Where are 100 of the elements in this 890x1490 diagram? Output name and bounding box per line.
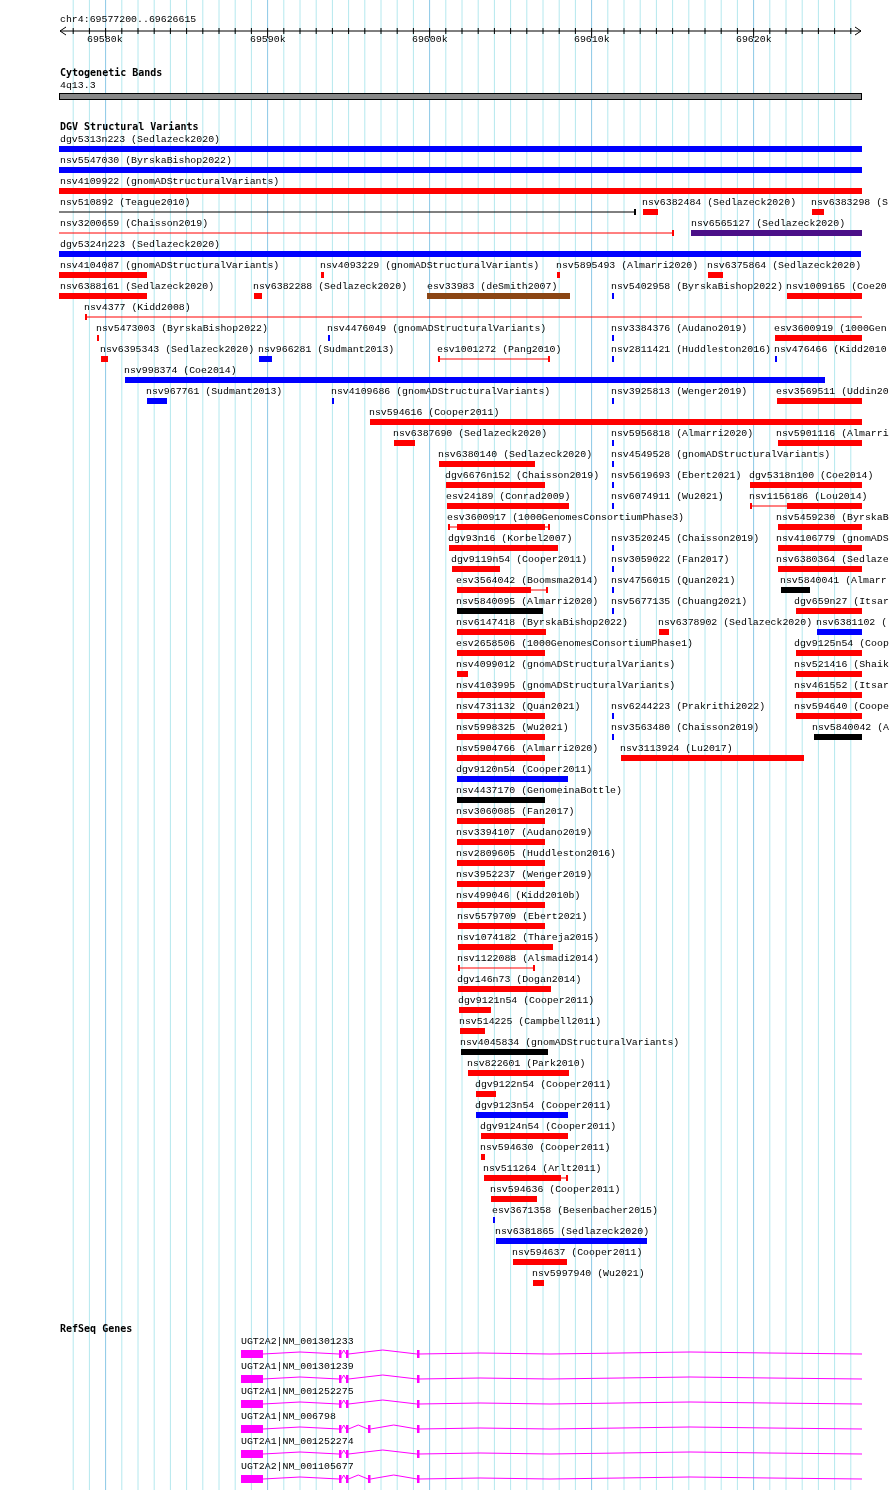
gene-label: UGT2A1|NM_006798 bbox=[241, 1411, 336, 1423]
variant-label: nsv5901116 (Almarri bbox=[776, 428, 889, 440]
variant-label: nsv5579709 (Ebert2021) bbox=[457, 911, 588, 923]
variant-label: nsv521416 (Shaik bbox=[794, 659, 889, 671]
variant-label: nsv3520245 (Chaisson2019) bbox=[611, 533, 760, 545]
variant-label: nsv461552 (Itsar bbox=[794, 680, 889, 692]
variant-label: nsv6147418 (ByrskaBishop2022) bbox=[456, 617, 628, 629]
gene-label: UGT2A1|NM_001252274 bbox=[241, 1436, 354, 1448]
scale-label: 69580k bbox=[87, 34, 123, 46]
variant-label: esv3564042 (Boomsma2014) bbox=[456, 575, 599, 587]
track-title: Cytogenetic Bands bbox=[60, 67, 163, 79]
variant-label: dgv9121n54 (Cooper2011) bbox=[458, 995, 595, 1007]
variant-label: nsv6244223 (Prakrithi2022) bbox=[611, 701, 766, 713]
variant-label: nsv3059022 (Fan2017) bbox=[611, 554, 730, 566]
variant-label: nsv5402958 (ByrskaBishop2022) bbox=[611, 281, 783, 293]
variant-label: nsv4045834 (gnomADStructuralVariants) bbox=[460, 1037, 680, 1049]
variant-label: nsv5895493 (Almarri2020) bbox=[556, 260, 699, 272]
variant-label: nsv511264 (Arlt2011) bbox=[483, 1163, 602, 1175]
variant-label: nsv6382484 (Sedlazeck2020) bbox=[642, 197, 797, 209]
variant-label: nsv4731132 (Quan2021) bbox=[456, 701, 581, 713]
variant-label: nsv6388161 (Sedlazeck2020) bbox=[60, 281, 215, 293]
scale-label: 69590k bbox=[250, 34, 286, 46]
variant-label: nsv2811421 (Huddleston2016) bbox=[611, 344, 771, 356]
variant-label: nsv5998325 (Wu2021) bbox=[456, 722, 569, 734]
variant-label: dgv9120n54 (Cooper2011) bbox=[456, 764, 593, 776]
scale-label: 69610k bbox=[574, 34, 610, 46]
variant-label: dgv659n27 (Itsar bbox=[794, 596, 889, 608]
scale-label: 69620k bbox=[736, 34, 772, 46]
variant-label: dgv93n16 (Korbel2007) bbox=[448, 533, 573, 545]
variant-label: esv24189 (Conrad2009) bbox=[446, 491, 571, 503]
variant-label: nsv5619693 (Ebert2021) bbox=[611, 470, 742, 482]
track-title: DGV Structural Variants bbox=[60, 121, 199, 133]
band-label: 4q13.3 bbox=[60, 80, 96, 92]
variant-label: nsv822601 (Park2010) bbox=[467, 1058, 586, 1070]
variant-label: nsv6375864 (Sedlazeck2020) bbox=[707, 260, 862, 272]
variant-label: esv3600917 (1000GenomesConsortiumPhase3) bbox=[447, 512, 685, 524]
variant-label: nsv6387690 (Sedlazeck2020) bbox=[393, 428, 548, 440]
variant-label: nsv6395343 (Sedlazeck2020) bbox=[100, 344, 255, 356]
variant-label: nsv4106779 (gnomADS bbox=[776, 533, 889, 545]
variant-label: nsv5840095 (Almarri2020) bbox=[456, 596, 599, 608]
variant-label: nsv6380364 (Sedlaze bbox=[776, 554, 889, 566]
variant-label: nsv4099012 (gnomADStructuralVariants) bbox=[456, 659, 676, 671]
variant-label: nsv4756015 (Quan2021) bbox=[611, 575, 736, 587]
variant-label: nsv5840041 (Almarr bbox=[780, 575, 887, 587]
gene-label: UGT2A1|NM_001301239 bbox=[241, 1361, 354, 1373]
variant-label: dgv9122n54 (Cooper2011) bbox=[475, 1079, 612, 1091]
variant-label: nsv966281 (Sudmant2013) bbox=[258, 344, 395, 356]
variant-label: nsv6382288 (Sedlazeck2020) bbox=[253, 281, 408, 293]
variant-label: nsv5547030 (ByrskaBishop2022) bbox=[60, 155, 232, 167]
scale-label: 69600k bbox=[412, 34, 448, 46]
variant-label: esv3671358 (Besenbacher2015) bbox=[492, 1205, 658, 1217]
variant-label: nsv1009165 (Coe20 bbox=[786, 281, 887, 293]
variant-label: nsv499046 (Kidd2010b) bbox=[456, 890, 581, 902]
variant-label: nsv6383298 (S bbox=[811, 197, 889, 209]
variant-label: dgv9125n54 (Coop bbox=[794, 638, 889, 650]
variant-label: nsv476466 (Kidd2010 bbox=[774, 344, 887, 356]
coordinate-label: chr4:69577200..69626615 bbox=[60, 14, 197, 26]
variant-label: dgv9124n54 (Cooper2011) bbox=[480, 1121, 617, 1133]
variant-label: nsv6378902 (Sedlazeck2020) bbox=[658, 617, 813, 629]
variant-label: nsv5904766 (Almarri2020) bbox=[456, 743, 599, 755]
variant-label: dgv6676n152 (Chaisson2019) bbox=[445, 470, 600, 482]
variant-label: nsv3113924 (Lu2017) bbox=[620, 743, 733, 755]
variant-label: esv2658506 (1000GenomesConsortiumPhase1) bbox=[456, 638, 694, 650]
variant-label: nsv967761 (Sudmant2013) bbox=[146, 386, 283, 398]
variant-label: nsv4377 (Kidd2008) bbox=[84, 302, 191, 314]
variant-label: nsv3925813 (Wenger2019) bbox=[611, 386, 748, 398]
variant-label: nsv3200659 (Chaisson2019) bbox=[60, 218, 209, 230]
variant-label: nsv5840042 (A bbox=[812, 722, 890, 734]
variant-label: nsv4093229 (gnomADStructuralVariants) bbox=[320, 260, 540, 272]
variant-label: dgv5324n223 (Sedlazeck2020) bbox=[60, 239, 220, 251]
variant-label: nsv6381865 (Sedlazeck2020) bbox=[495, 1226, 650, 1238]
variant-label: nsv594640 (Coope bbox=[794, 701, 889, 713]
variant-label: nsv6381102 ( bbox=[816, 617, 888, 629]
variant-label: nsv6565127 (Sedlazeck2020) bbox=[691, 218, 846, 230]
variant-label: esv1001272 (Pang2010) bbox=[437, 344, 562, 356]
variant-label: nsv3952237 (Wenger2019) bbox=[456, 869, 593, 881]
variant-label: nsv1156186 (Lou2014) bbox=[749, 491, 868, 503]
variant-label: dgv9123n54 (Cooper2011) bbox=[475, 1100, 612, 1112]
variant-label: nsv3394107 (Audano2019) bbox=[456, 827, 593, 839]
variant-label: dgv9119n54 (Cooper2011) bbox=[451, 554, 588, 566]
variant-label: esv3600919 (1000Gen bbox=[774, 323, 887, 335]
track-title: RefSeq Genes bbox=[60, 1323, 133, 1335]
variant-label: nsv5677135 (Chuang2021) bbox=[611, 596, 748, 608]
variant-label: dgv5313n223 (Sedlazeck2020) bbox=[60, 134, 220, 146]
variant-label: nsv6380140 (Sedlazeck2020) bbox=[438, 449, 593, 461]
variant-label: dgv146n73 (Dogan2014) bbox=[457, 974, 582, 986]
variant-label: nsv4109686 (gnomADStructuralVariants) bbox=[331, 386, 551, 398]
variant-label: nsv4109922 (gnomADStructuralVariants) bbox=[60, 176, 280, 188]
variant-label: nsv510892 (Teague2010) bbox=[60, 197, 191, 209]
variant-label: nsv594637 (Cooper2011) bbox=[512, 1247, 643, 1259]
variant-label: nsv4103995 (gnomADStructuralVariants) bbox=[456, 680, 676, 692]
variant-label: nsv5997940 (Wu2021) bbox=[532, 1268, 645, 1280]
variant-label: esv3569511 (Uddin20 bbox=[776, 386, 889, 398]
variant-label: nsv6074911 (Wu2021) bbox=[611, 491, 724, 503]
variant-label: nsv5459230 (ByrskaB bbox=[776, 512, 889, 524]
variant-label: nsv5956818 (Almarri2020) bbox=[611, 428, 754, 440]
variant-label: nsv3384376 (Audano2019) bbox=[611, 323, 748, 335]
variant-label: nsv594630 (Cooper2011) bbox=[480, 1142, 611, 1154]
variant-label: nsv2809605 (Huddleston2016) bbox=[456, 848, 616, 860]
variant-label: nsv5473003 (ByrskaBishop2022) bbox=[96, 323, 268, 335]
